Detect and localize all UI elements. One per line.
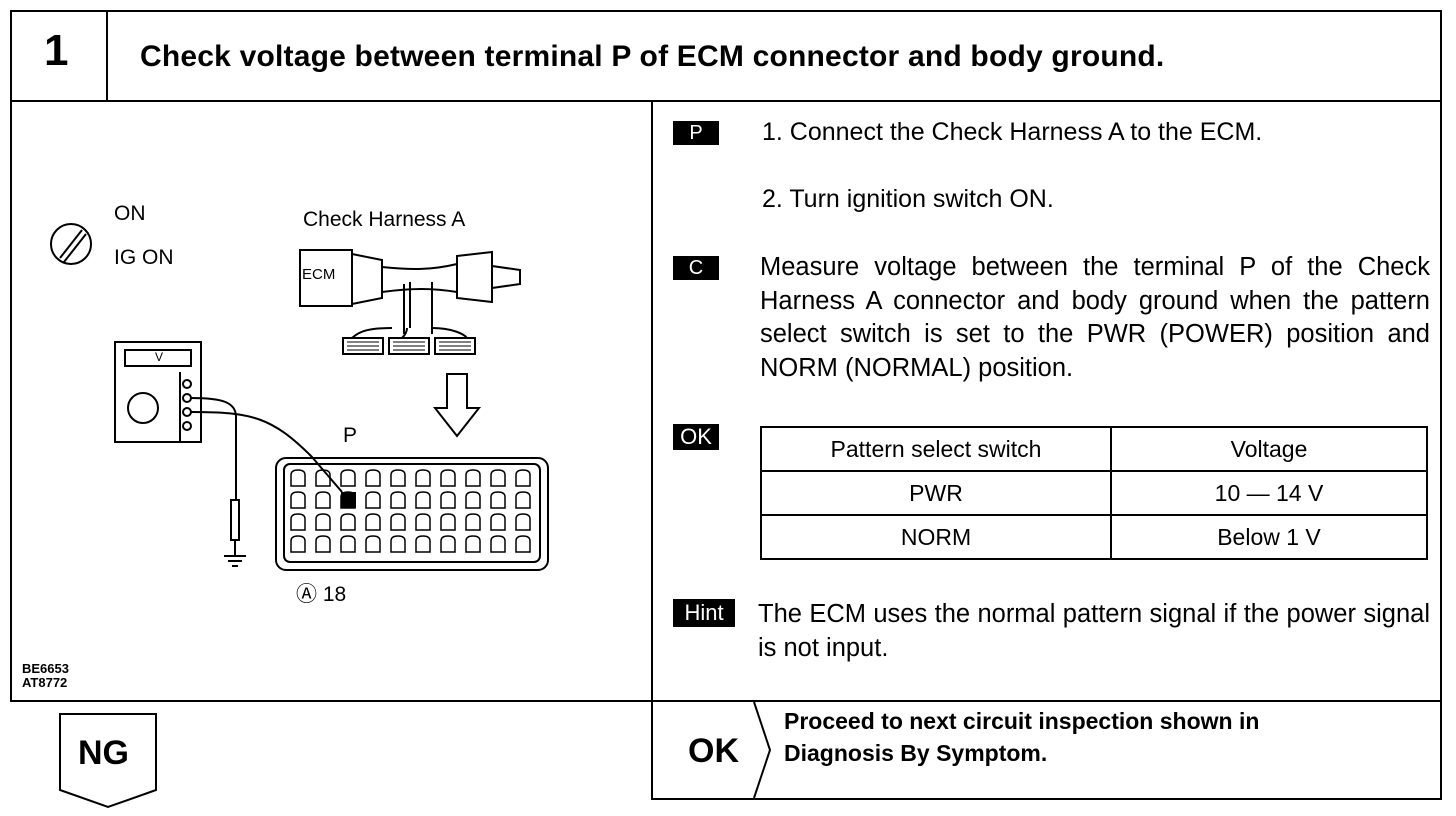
connector-pin bbox=[315, 491, 331, 509]
table-header-cell: Voltage bbox=[1110, 426, 1428, 472]
connector-pin bbox=[440, 491, 456, 509]
hint-badge: Hint bbox=[673, 599, 735, 627]
connector-pin bbox=[390, 513, 406, 531]
ng-label: NG bbox=[78, 734, 129, 772]
connector-pin bbox=[315, 535, 331, 553]
table-cell: 10 — 14 V bbox=[1110, 470, 1428, 516]
step-title: Check voltage between terminal P of ECM … bbox=[140, 40, 1165, 73]
connector-id-label: Ⓐ 18 bbox=[296, 583, 347, 606]
check-text: Measure voltage between the terminal P o… bbox=[760, 253, 1430, 382]
connector-pin bbox=[465, 491, 481, 509]
step-number: 1 bbox=[44, 26, 69, 75]
connector-pin bbox=[315, 469, 331, 487]
connector-pin bbox=[465, 513, 481, 531]
connector-pin bbox=[515, 535, 531, 553]
voltmeter-icon bbox=[114, 341, 343, 567]
check-harness-icon bbox=[299, 249, 521, 355]
connector-pin bbox=[340, 513, 356, 531]
switch-on-label: ON bbox=[114, 202, 146, 225]
body-center-divider bbox=[651, 100, 653, 800]
spec-table: Pattern select switch Voltage PWR 10 — 1… bbox=[760, 426, 1428, 560]
connector-pin bbox=[365, 491, 381, 509]
connector-pin bbox=[390, 491, 406, 509]
header-row bbox=[10, 10, 1442, 102]
ok-badge: OK bbox=[673, 424, 719, 450]
prepare-badge: P bbox=[673, 121, 719, 145]
connector-pin bbox=[515, 491, 531, 509]
connector-pin bbox=[440, 535, 456, 553]
down-arrow-icon bbox=[432, 373, 482, 438]
ok-result-text-2: Diagnosis By Symptom. bbox=[784, 740, 1048, 766]
connector-pin bbox=[290, 491, 306, 509]
diagram-drawing bbox=[50, 223, 549, 571]
harness-label: Check Harness A bbox=[303, 208, 466, 231]
ok-result-text-1: Proceed to next circuit inspection shown… bbox=[784, 708, 1260, 734]
figure-code-1: BE6653 bbox=[22, 661, 69, 676]
body-right-border bbox=[1440, 100, 1442, 702]
connector-pin bbox=[515, 469, 531, 487]
connector-pin bbox=[465, 469, 481, 487]
ignition-switch-icon bbox=[50, 223, 92, 265]
hint-text: The ECM uses the normal pattern signal i… bbox=[758, 600, 1430, 662]
procedure-step-2: 2. Turn ignition switch ON. bbox=[762, 185, 1054, 213]
connector-pin bbox=[290, 469, 306, 487]
connector-pin bbox=[415, 513, 431, 531]
table-header-row: Pattern select switch Voltage bbox=[760, 426, 1428, 472]
connector-pin bbox=[290, 513, 306, 531]
connector-pin bbox=[490, 513, 506, 531]
connector-pin bbox=[315, 513, 331, 531]
connector-pin bbox=[440, 513, 456, 531]
table-cell: PWR bbox=[760, 470, 1112, 516]
terminal-p-marker bbox=[341, 492, 356, 508]
terminal-p-label: P bbox=[343, 424, 358, 447]
table-cell: NORM bbox=[760, 514, 1112, 560]
ok-result-box bbox=[651, 700, 1442, 800]
switch-ig-on-label: IG ON bbox=[114, 246, 174, 269]
ng-arrow-box bbox=[59, 713, 157, 809]
connector-pin bbox=[340, 469, 356, 487]
ok-result-label: OK bbox=[688, 732, 739, 770]
connector-pin bbox=[390, 535, 406, 553]
connector-pin bbox=[340, 535, 356, 553]
connector-pin bbox=[290, 535, 306, 553]
connector-pin bbox=[490, 535, 506, 553]
connector-pin bbox=[440, 469, 456, 487]
table-cell: Below 1 V bbox=[1110, 514, 1428, 560]
connector-pin bbox=[490, 469, 506, 487]
figure-code-2: AT8772 bbox=[22, 675, 68, 690]
connector-pin bbox=[465, 535, 481, 553]
connector-pin bbox=[415, 535, 431, 553]
step-number-divider bbox=[106, 10, 108, 102]
table-row: NORM Below 1 V bbox=[760, 514, 1428, 560]
connector-pin bbox=[365, 513, 381, 531]
connector-pins bbox=[290, 469, 531, 553]
ecm-connector-icon bbox=[275, 457, 549, 571]
procedure-step-1: 1. Connect the Check Harness A to the EC… bbox=[762, 118, 1263, 146]
table-row: PWR 10 — 14 V bbox=[760, 470, 1428, 516]
connector-pin bbox=[365, 535, 381, 553]
meter-label: V bbox=[155, 350, 164, 364]
connector-pin bbox=[390, 469, 406, 487]
check-badge: C bbox=[673, 256, 719, 280]
connector-pin bbox=[415, 469, 431, 487]
connector-pin bbox=[415, 491, 431, 509]
connector-pin bbox=[515, 513, 531, 531]
connector-pin bbox=[490, 491, 506, 509]
ecm-label: ECM bbox=[302, 266, 336, 283]
table-header-cell: Pattern select switch bbox=[760, 426, 1112, 472]
body-left-border bbox=[10, 100, 12, 702]
connector-pin bbox=[365, 469, 381, 487]
